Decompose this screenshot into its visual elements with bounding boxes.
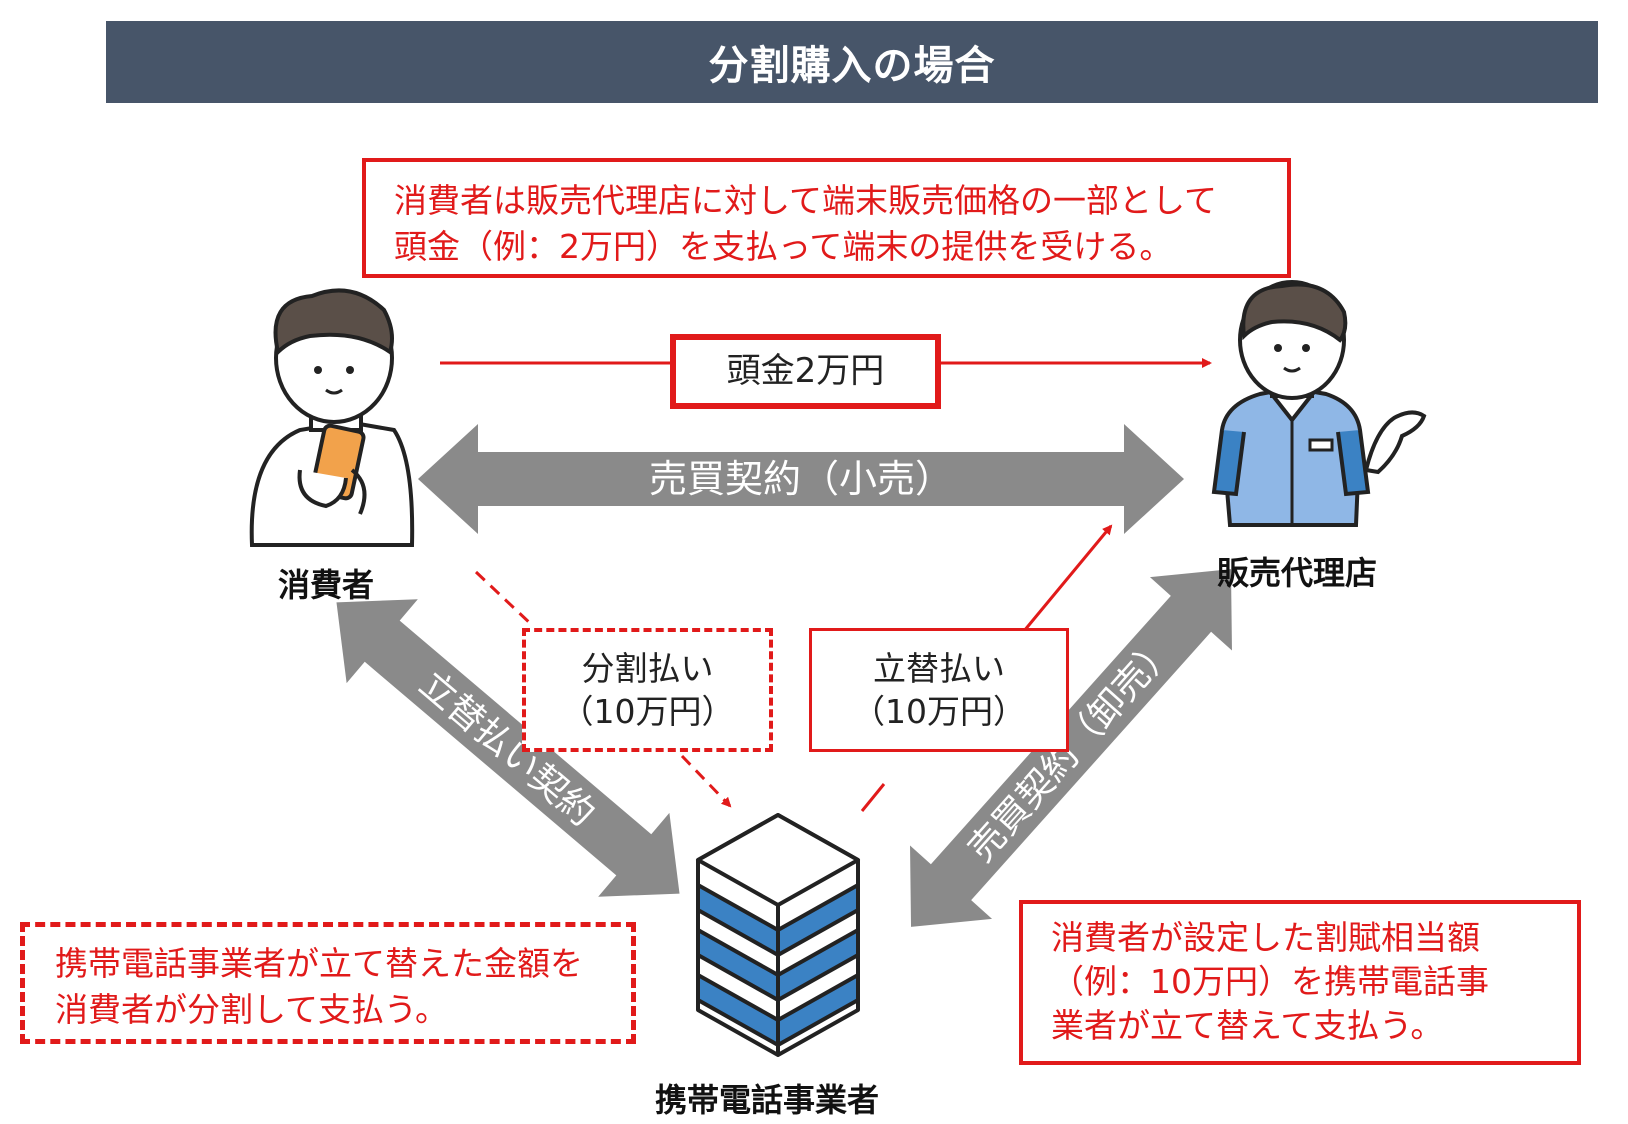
installment-flow-upper (474, 570, 535, 628)
bottom-right-note: 消費者が設定した割賦相当額 （例：10万円）を携帯電話事 業者が立て替えて支払う… (1019, 900, 1581, 1065)
top-note: 消費者は販売代理店に対して端末販売価格の一部として 頭金（例：2万円）を支払って… (362, 158, 1291, 278)
carrier-label: 携帯電話事業者 (655, 1081, 880, 1119)
server-stack-icon (696, 813, 860, 1057)
bottom-left-note: 携帯電話事業者が立て替えた金額を 消費者が分割して支払う。 (20, 922, 636, 1044)
advance-amount: （10万円） (852, 692, 1026, 731)
advance-flow-lower (860, 783, 886, 812)
advance-flow-upper (1022, 524, 1113, 632)
top-note-line-2: 頭金（例：2万円）を支払って端末の提供を受ける。 (394, 227, 1173, 266)
bottom-left-note-line-2: 消費者が分割して支払う。 (55, 990, 449, 1029)
bottom-left-note-line-1: 携帯電話事業者が立て替えた金額を (55, 944, 583, 983)
installment-amount: （10万円） (560, 692, 735, 731)
retail-contract-arrow: 売買契約（小売） (418, 424, 1184, 534)
page-title: 分割購入の場合 (106, 21, 1598, 103)
agency-label: 販売代理店 (1217, 554, 1378, 592)
agency-illustration (1211, 280, 1427, 527)
advance-payment-box: 立替払い （10万円） (809, 628, 1069, 752)
installment-flow-lower (680, 754, 732, 808)
retail-contract-label: 売買契約（小売） (649, 457, 953, 501)
down-payment-box: 頭金2万円 (670, 334, 941, 409)
consumer-illustration (249, 288, 415, 547)
bottom-right-note-line-3: 業者が立て替えて支払う。 (1051, 1006, 1444, 1045)
bottom-right-note-line-2: （例：10万円）を携帯電話事 (1051, 962, 1489, 1001)
installment-payment-box: 分割払い （10万円） (522, 628, 773, 752)
top-note-line-1: 消費者は販売代理店に対して端末販売価格の一部として (394, 181, 1218, 220)
advance-label: 立替払い (873, 649, 1005, 688)
installment-label: 分割払い (581, 649, 714, 688)
consumer-label: 消費者 (278, 566, 375, 604)
bottom-right-note-line-1: 消費者が設定した割賦相当額 (1051, 918, 1480, 957)
down-payment-label: 頭金2万円 (726, 351, 885, 391)
